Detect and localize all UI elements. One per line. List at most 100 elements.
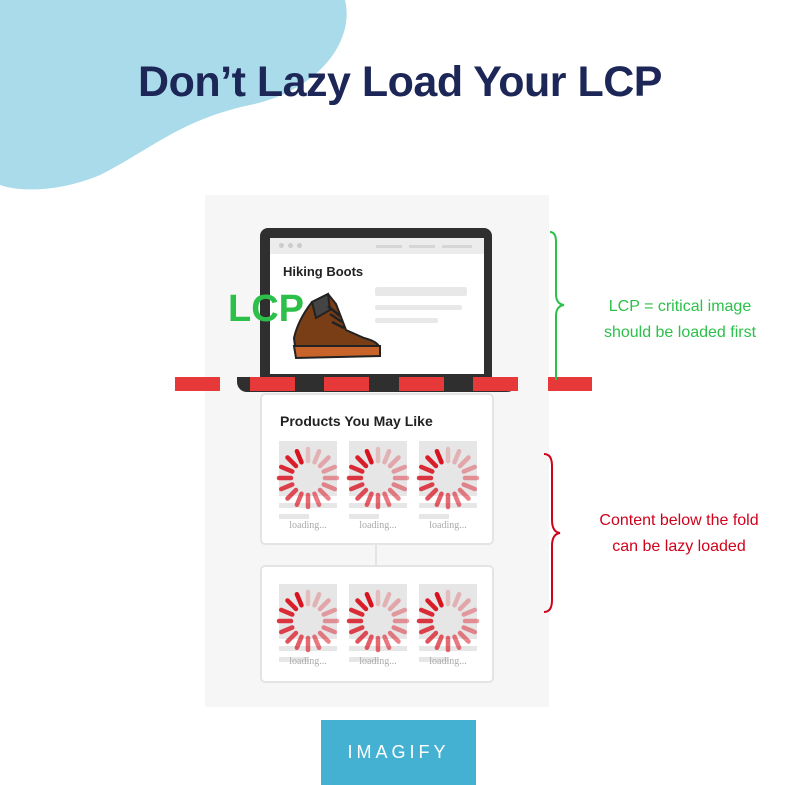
browser-menu-line [442,245,472,248]
spinner-tick [461,464,478,474]
loading-text: loading... [359,656,397,667]
product-tile: loading... [416,441,480,531]
spinner-tick [434,634,444,651]
spinner-tick [355,630,369,644]
product-tile: loading... [346,584,410,674]
text-placeholder [375,305,462,310]
spinner-tick [348,482,365,492]
browser-dot [279,243,284,248]
fold-line-dash [548,377,592,391]
spinner-tick [285,630,299,644]
spinner-tick [418,482,435,492]
browser-dot [288,243,293,248]
spinner-tick [387,630,401,644]
text-placeholder [419,657,449,662]
spinner-tick [278,607,295,617]
spinner-tick [457,630,471,644]
loading-spinner-icon [346,446,410,510]
browser-menu-line [409,245,435,248]
fold-line-dash [175,377,220,391]
text-placeholder [375,318,438,323]
decorative-blob [0,0,347,190]
spinner-tick [348,607,365,617]
spinner-tick [285,487,299,501]
loading-text: loading... [289,520,327,531]
spinner-tick [321,607,338,617]
spinner-tick [434,491,444,508]
page-title: Don’t Lazy Load Your LCP [138,58,662,106]
spinner-tick [355,598,369,612]
browser-dot [297,243,302,248]
logo-text: IMAGIFY [347,742,450,762]
spinner-tick [391,482,408,492]
spinner-tick [382,591,392,608]
spinner-tick [285,455,299,469]
spinner-tick [425,455,439,469]
spinner-tick [452,448,462,465]
fold-line-dash [250,377,295,391]
spinner-tick [312,448,322,465]
fold-line-dash [324,377,369,391]
lcp-annotation: LCP = critical image should be loaded fi… [572,294,788,346]
spinner-tick [294,448,304,465]
green-brace-icon [549,231,565,380]
spinner-tick [364,448,374,465]
loading-spinner-icon [346,589,410,653]
spinner-tick [364,634,374,651]
spinner-tick [457,487,471,501]
spinner-tick [321,482,338,492]
spinner-tick [418,607,435,617]
spinner-tick [348,464,365,474]
spinner-tick [321,464,338,474]
spinner-tick [387,487,401,501]
lcp-annotation-line1: LCP = critical image [608,298,752,315]
text-placeholder [349,657,379,662]
text-placeholder [279,657,309,662]
spinner-tick [382,448,392,465]
spinner-tick [434,448,444,465]
spinner-tick [382,634,392,651]
spinner-tick [312,591,322,608]
spinner-tick [285,598,299,612]
spinner-tick [317,598,331,612]
spinner-tick [278,464,295,474]
loading-spinner-icon [416,446,480,510]
text-placeholder [279,514,309,519]
loading-text: loading... [429,520,467,531]
spinner-tick [294,491,304,508]
spinner-tick [418,625,435,635]
spinner-tick [312,634,322,651]
laptop-base [237,377,517,392]
product-tile: loading... [276,441,340,531]
spinner-tick [382,491,392,508]
spinner-tick [457,455,471,469]
text-placeholder [349,514,379,519]
lazy-annotation-line2: can be lazy loaded [612,538,746,555]
boot-image [292,292,381,360]
red-brace-icon [543,453,561,613]
fold-line-dash [399,377,444,391]
spinner-tick [391,625,408,635]
card-connector [375,543,377,567]
lcp-annotation-line2: should be loaded first [603,324,757,341]
spinner-tick [425,630,439,644]
spinner-tick [391,464,408,474]
spinner-tick [434,591,444,608]
spinner-tick [348,625,365,635]
loading-spinner-icon [276,446,340,510]
spinner-tick [321,625,338,635]
loading-spinner-icon [416,589,480,653]
spinner-tick [294,591,304,608]
spinner-tick [457,598,471,612]
text-placeholder [419,514,449,519]
spinner-tick [278,482,295,492]
lcp-label: LCP [228,288,304,330]
lazy-annotation: Content below the fold can be lazy loade… [568,508,790,560]
products-heading: Products You May Like [280,413,433,429]
spinner-tick [461,607,478,617]
spinner-tick [355,487,369,501]
spinner-tick [425,487,439,501]
spinner-tick [364,491,374,508]
spinner-tick [278,625,295,635]
spinner-tick [294,634,304,651]
